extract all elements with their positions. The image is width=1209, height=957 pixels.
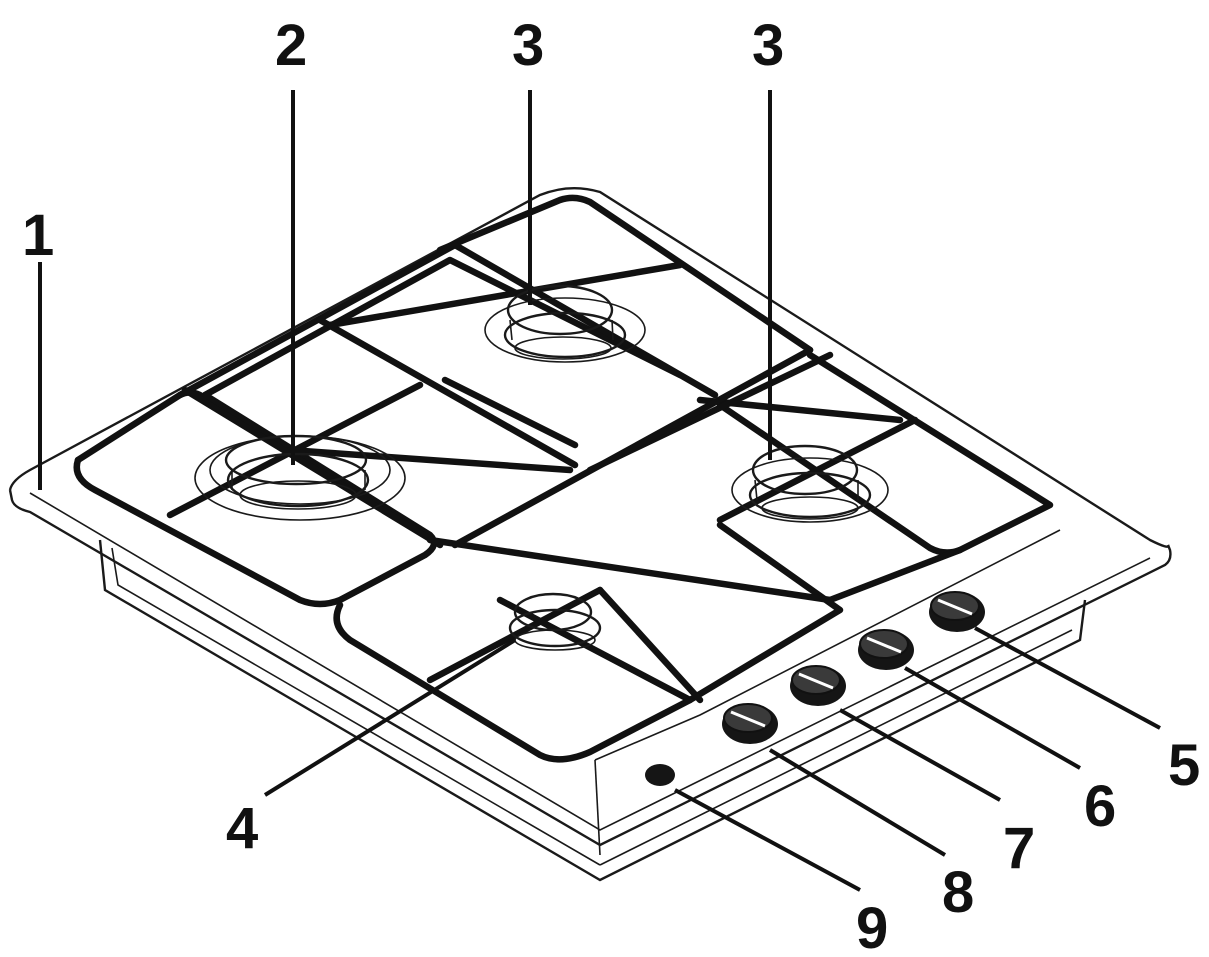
pan-support-right (586, 351, 1054, 604)
knob-1 (929, 591, 985, 632)
burner-small (508, 592, 602, 651)
leader-4 (263, 638, 517, 797)
leader-9 (674, 788, 861, 892)
ignition-button (645, 764, 675, 786)
leader-7 (839, 708, 1001, 802)
leader-8 (768, 748, 947, 857)
pan-support-rear (326, 194, 814, 449)
burner-large (194, 434, 406, 521)
leader-5 (974, 626, 1161, 730)
hob-body (8, 187, 1172, 882)
burner-rear (484, 284, 646, 363)
knob-4 (722, 703, 778, 744)
knob-2 (858, 629, 914, 670)
callout-label-3-rear: 3 (512, 13, 544, 78)
callout-label-5: 5 (1168, 733, 1200, 798)
callout-label-1: 1 (22, 203, 54, 268)
callout-label-7: 7 (1003, 816, 1035, 881)
burner-right (731, 444, 889, 523)
callout-label-9: 9 (856, 896, 888, 957)
callout-label-6: 6 (1084, 774, 1116, 839)
knob-3 (790, 665, 846, 706)
pan-support-front (333, 346, 844, 763)
callout-label-2: 2 (275, 13, 307, 78)
callout-label-8: 8 (942, 860, 974, 925)
leader-6 (904, 666, 1081, 770)
callout-label-3-right: 3 (752, 13, 784, 78)
callout-label-4: 4 (226, 796, 258, 861)
leader-lines (38, 90, 1161, 892)
